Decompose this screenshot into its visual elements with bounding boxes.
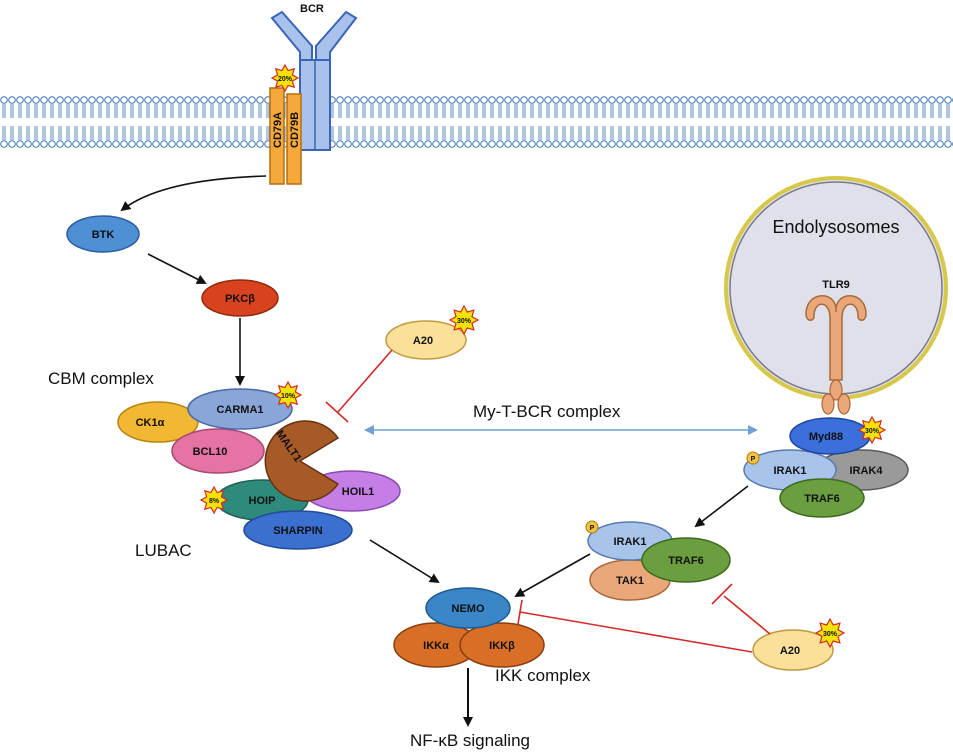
plasma-membrane bbox=[0, 96, 953, 152]
cbm-complex-label: CBM complex bbox=[48, 369, 154, 388]
nemo-node: NEMO bbox=[425, 587, 511, 629]
pkcb-node: PKCβ bbox=[201, 279, 279, 317]
nfkb-signaling-label: NF-κB signaling bbox=[410, 731, 530, 750]
traf6-mid-node: TRAF6 bbox=[641, 537, 731, 583]
myd88-node: Myd88 bbox=[789, 417, 871, 455]
phospho-badge-mid: P bbox=[585, 520, 599, 534]
arrow-traf6-to-nemo bbox=[514, 553, 591, 597]
cd79b-label: CD79B bbox=[289, 112, 301, 148]
traf6-mid-label: TRAF6 bbox=[668, 555, 703, 567]
traf6-right-node: TRAF6 bbox=[779, 478, 865, 518]
cd79a-label: CD79A bbox=[272, 112, 284, 148]
inhibition-a20-to-traf6 bbox=[711, 583, 771, 635]
myd88-mutation-freq: 30% bbox=[865, 428, 880, 435]
pkcb-label: PKCβ bbox=[225, 293, 255, 305]
a20-bottom-node: A20 bbox=[752, 629, 834, 671]
btk-label: BTK bbox=[92, 229, 115, 241]
bcr-label: BCR bbox=[300, 3, 324, 15]
tak1-label: TAK1 bbox=[616, 575, 644, 587]
ikk-complex-label: IKK complex bbox=[495, 666, 591, 685]
irak1-mid-label: IRAK1 bbox=[613, 536, 646, 548]
a20-top-label: A20 bbox=[413, 335, 433, 347]
btk-node: BTK bbox=[66, 215, 140, 253]
arrow-myd88-to-irak1 bbox=[694, 485, 749, 528]
sharpin-node: SHARPIN bbox=[243, 510, 353, 550]
malt1-node: MALT1 bbox=[264, 420, 340, 502]
a20-bottom-mutation-freq: 30% bbox=[823, 631, 838, 638]
inhibition-a20-to-carma1 bbox=[325, 349, 393, 423]
arrow-btk-to-pkcb bbox=[147, 253, 207, 284]
inhibition-a20-to-nemo bbox=[517, 599, 753, 653]
cd79-mutation-freq: 20% bbox=[278, 76, 293, 83]
a20-top-node: A20 bbox=[385, 320, 467, 360]
bcl10-node: BCL10 bbox=[171, 428, 265, 474]
bcl10-label: BCL10 bbox=[193, 446, 228, 458]
ikka-label: IKKα bbox=[423, 640, 449, 652]
endolysosomes-label: Endolysosomes bbox=[772, 217, 899, 237]
irak4-label: IRAK4 bbox=[849, 465, 883, 477]
tlr9-label: TLR9 bbox=[822, 279, 850, 291]
traf6-right-label: TRAF6 bbox=[804, 493, 839, 505]
carma1-mutation-freq: 10% bbox=[281, 393, 296, 400]
phospho-badge-right: P bbox=[746, 451, 760, 465]
mutation-star-a20-top: 30% bbox=[448, 304, 480, 336]
cd79-heterodimer: CD79A CD79B bbox=[269, 87, 302, 185]
ikkb-label: IKKβ bbox=[489, 640, 515, 652]
endolysosome: Endolysosomes bbox=[724, 176, 948, 400]
ck1a-label: CK1α bbox=[136, 417, 165, 429]
hoip-label: HOIP bbox=[249, 495, 276, 507]
mutation-star-carma1: 10% bbox=[273, 380, 303, 410]
mutation-star-cd79: 20% bbox=[270, 63, 300, 93]
myd88-label: Myd88 bbox=[809, 431, 843, 443]
mutation-star-hoip: 8% bbox=[199, 485, 229, 515]
phospho-right-label: P bbox=[751, 456, 756, 463]
irak1-right-label: IRAK1 bbox=[773, 465, 806, 477]
a20-bottom-label: A20 bbox=[780, 645, 800, 657]
mutation-star-myd88: 30% bbox=[857, 415, 887, 445]
nemo-label: NEMO bbox=[452, 603, 485, 615]
lubac-label: LUBAC bbox=[135, 541, 192, 560]
ikkb-node: IKKβ bbox=[459, 622, 545, 668]
phospho-mid-label: P bbox=[590, 525, 595, 532]
a20-top-mutation-freq: 30% bbox=[457, 318, 472, 325]
tlr9-receptor: TLR9 bbox=[805, 279, 867, 415]
carma1-label: CARMA1 bbox=[216, 404, 263, 416]
carma1-node: CARMA1 bbox=[187, 388, 293, 430]
ck1a-node: CK1α bbox=[117, 401, 199, 443]
hoip-mutation-freq: 8% bbox=[209, 498, 220, 505]
my-t-bcr-label: My-T-BCR complex bbox=[473, 402, 621, 421]
mutation-star-a20-bottom: 30% bbox=[814, 617, 846, 649]
arrow-cd79-to-btk bbox=[120, 175, 267, 212]
bcr-receptor: BCR bbox=[270, 3, 358, 151]
sharpin-label: SHARPIN bbox=[273, 525, 323, 537]
hoil1-label: HOIL1 bbox=[342, 486, 374, 498]
arrow-lubac-to-nemo bbox=[369, 539, 440, 584]
